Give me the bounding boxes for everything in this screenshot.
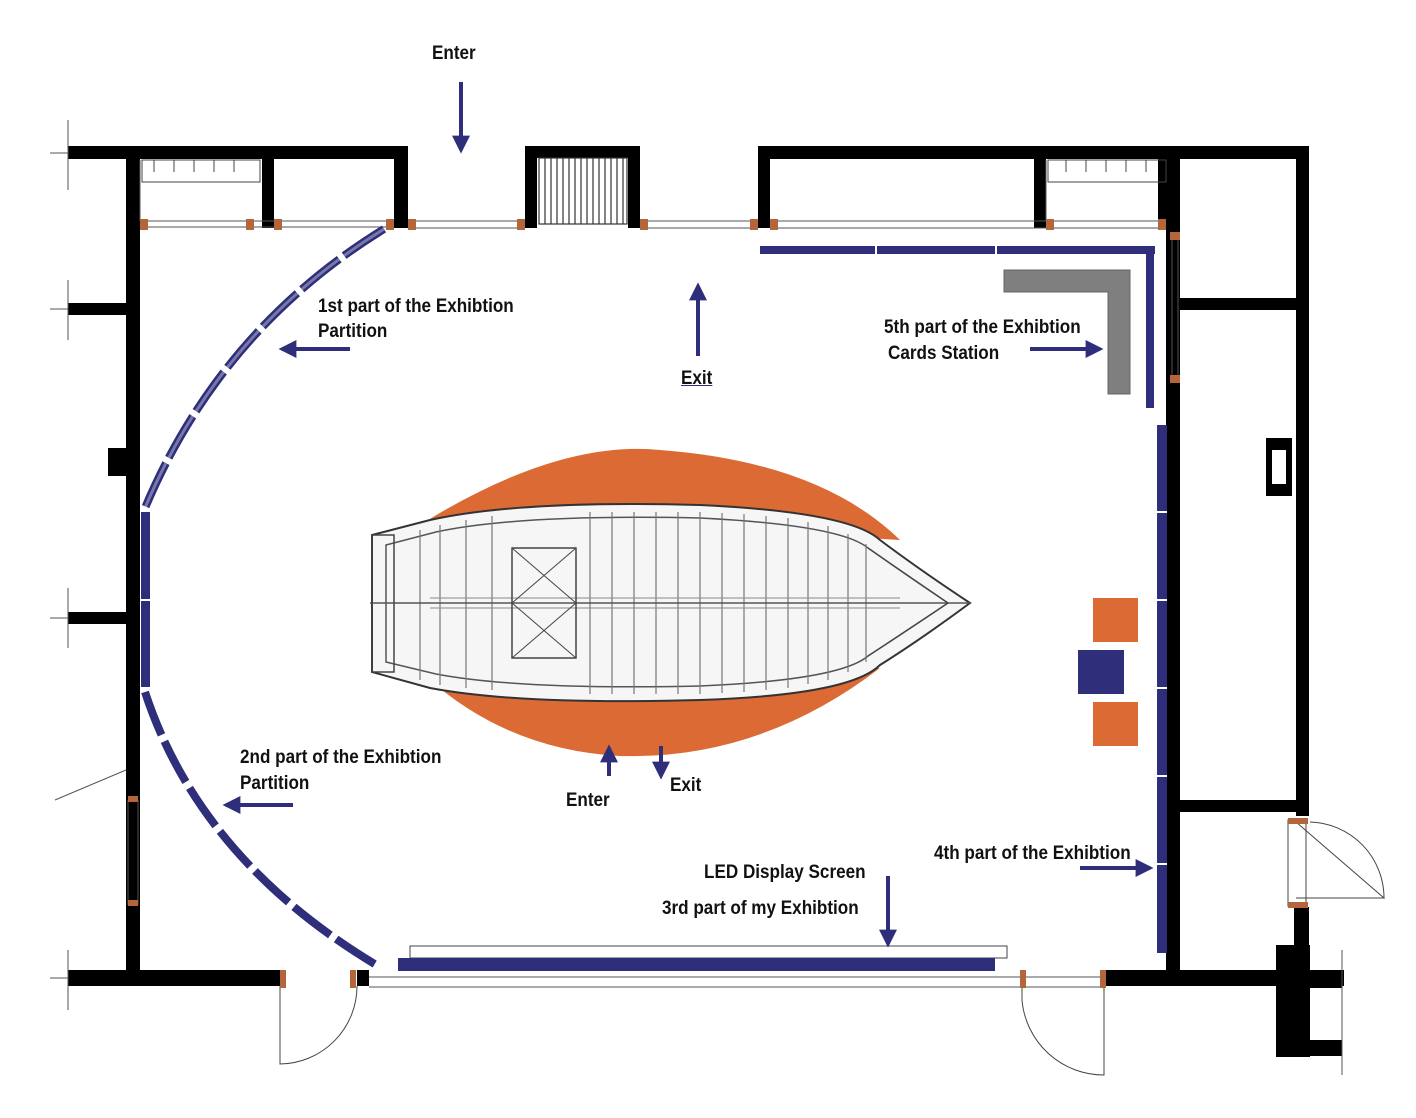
part1-label-line1: 1st part of the Exhibtion <box>318 296 514 317</box>
display-block-blue <box>1078 650 1124 694</box>
partition-top-right <box>760 246 1155 408</box>
partition-2-curve <box>141 690 381 970</box>
flow-arrows <box>222 82 1154 948</box>
enter-center-label: Enter <box>566 790 610 811</box>
part1-label-line2: Partition <box>318 321 388 342</box>
building-walls <box>68 146 1344 1057</box>
led-screen-label: LED Display Screen <box>704 862 866 883</box>
part2-label-line1: 2nd part of the Exhibtion <box>240 747 442 768</box>
cards-station <box>1003 269 1131 395</box>
exit-center-label: Exit <box>670 775 702 796</box>
display-block-orange-top <box>1093 598 1138 642</box>
part4-label: 4th part of the Exhibtion <box>934 843 1131 864</box>
enter-top-label: Enter <box>432 43 476 64</box>
partition-right-wall <box>1157 425 1167 953</box>
doors <box>279 819 1386 1076</box>
led-display-outline <box>409 945 1008 959</box>
jamb-marks <box>128 219 1308 988</box>
wall-niches <box>141 159 1167 183</box>
led-display-screen <box>398 958 995 971</box>
part3-label: 3rd part of my Exhibtion <box>662 898 859 919</box>
staircase <box>538 157 628 225</box>
part5-label-line1: 5th part of the Exhibtion <box>884 317 1081 338</box>
exit-top-label: Exit <box>681 368 713 389</box>
window-lines <box>50 120 1343 1075</box>
part2-label-line2: Partition <box>240 773 310 794</box>
boat-exhibit <box>370 448 972 757</box>
display-block-orange-bottom <box>1093 702 1138 746</box>
partition-1-curve <box>141 225 387 510</box>
part5-label-line2: Cards Station <box>888 343 1000 364</box>
